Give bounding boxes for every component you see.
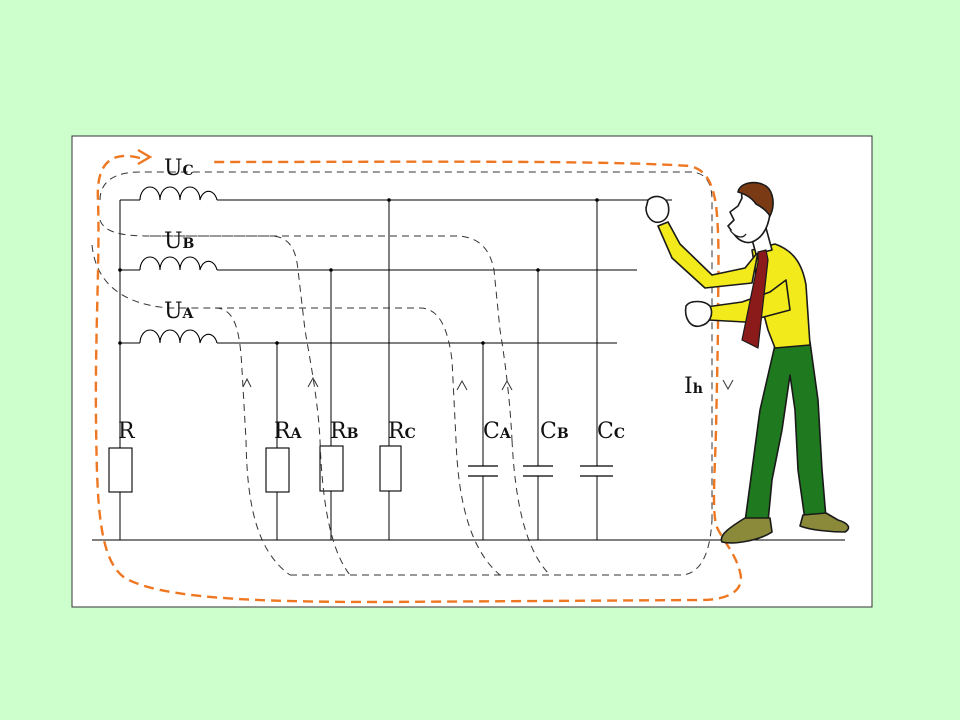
label-rb: RB [330,419,359,444]
man-raised-arm [657,221,759,289]
flow-arrows [242,376,734,391]
resistor-ra [265,447,290,493]
inductor-uc [139,186,218,201]
label-ua: UA [164,299,195,324]
label-cc: CC [597,419,625,444]
label-uc: UC [164,156,194,181]
label-ra: RA [274,419,303,444]
man-trousers [744,341,827,523]
man-raised-fist [645,195,670,224]
man-left-shoe [720,517,773,544]
label-r: R [118,419,136,444]
label-ca: CA [483,419,512,444]
resistor-rb [319,445,344,492]
label-rc: RC [388,419,416,444]
fault-current-arrow [137,148,153,166]
inductor-ua [139,329,218,344]
inductor-ub [139,256,218,271]
leakage-current-paths [91,171,713,576]
label-cb: CB [540,419,569,444]
man-hair [737,181,774,217]
resistor-rc [379,445,402,492]
man-forward-fist [684,300,713,328]
capacitor-cb [523,465,553,477]
capacitor-ca [468,465,498,477]
man-mouth [729,229,747,238]
fault-current-path [94,154,743,604]
label-ih: Ih [684,374,703,399]
capacitor-cc [580,465,613,477]
label-ub: UB [164,229,195,254]
man-tie [741,249,769,349]
man-right-shoe [799,512,850,533]
junction-dots [118,198,599,345]
man-illustration [645,181,850,544]
labels: UC UB UA R RA RB RC CA CB CC Ih [118,156,703,444]
resistor-r [108,447,133,493]
